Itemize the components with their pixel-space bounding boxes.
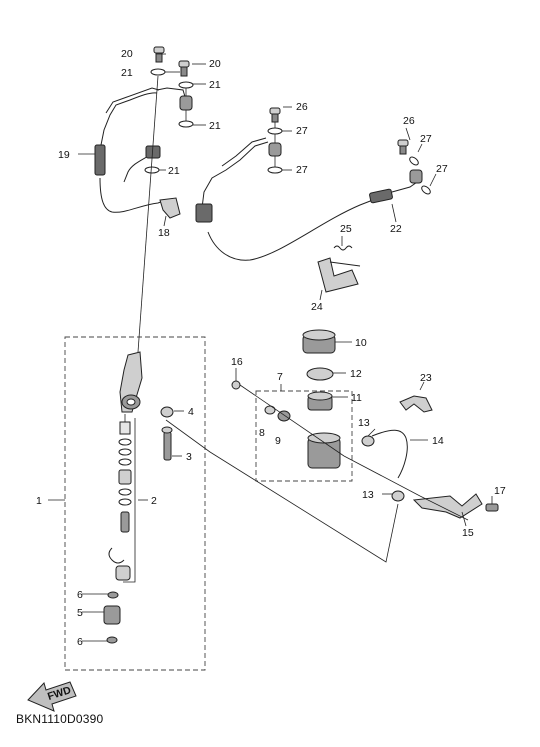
callout-21d: 21: [168, 165, 180, 177]
callout-13a: 13: [358, 417, 370, 429]
callout-26a: 26: [296, 101, 308, 113]
banjo-bolt-26a: [269, 107, 281, 123]
hose-clip-13a: [361, 435, 375, 447]
washer-21d: [144, 166, 160, 174]
cap-plate-12: [306, 367, 334, 381]
hose-clamp-23: [399, 395, 433, 413]
screw-16: [231, 380, 241, 390]
callout-23: 23: [420, 372, 432, 384]
reservoir-tank: [307, 432, 341, 469]
callout-13b: 13: [362, 489, 374, 501]
hose-clamp-18: [159, 197, 181, 219]
callout-22: 22: [390, 223, 402, 235]
nut-6b: [106, 636, 118, 644]
callout-6a: 6: [77, 589, 83, 601]
washer-27d: [421, 185, 431, 195]
callout-27b: 27: [296, 164, 308, 176]
clevis-5: [103, 605, 121, 625]
washer-27b: [267, 166, 283, 174]
washer-21b: [178, 81, 194, 89]
fwd-arrow-icon: FWD: [27, 681, 77, 712]
banjo-fitting-upper: [179, 95, 193, 111]
callout-27a: 27: [296, 125, 308, 137]
hose-clip-13b: [391, 490, 405, 502]
callout-17: 17: [494, 485, 506, 497]
callout-16: 16: [231, 356, 243, 368]
callout-20a: 20: [121, 48, 133, 60]
callout-19: 19: [58, 149, 70, 161]
callout-15: 15: [462, 527, 474, 539]
callout-27c: 27: [420, 133, 432, 145]
piston-kit-parts: [108, 421, 132, 564]
diagram-code: BKN1110D0390: [16, 712, 104, 726]
banjo-bolt-20a: [153, 46, 165, 63]
callout-numbers: 1 2 3 4 5 6 6 7 8 9 10 11 12 13 13 14 15…: [36, 48, 506, 648]
washer-21a: [150, 68, 166, 76]
callout-18: 18: [158, 227, 170, 239]
diaphragm-11: [307, 391, 333, 411]
bolt-17: [485, 503, 499, 512]
push-rod-3: [161, 426, 173, 461]
boot-holder: [115, 565, 131, 581]
spring-clip-25: [333, 245, 353, 251]
brake-hose-lower: [195, 137, 421, 261]
reservoir-cap-10: [302, 329, 336, 354]
grommet-8: [264, 405, 276, 415]
callout-26b: 26: [403, 115, 415, 127]
hose-guide-bracket-24: [317, 257, 361, 293]
callout-24: 24: [311, 301, 323, 313]
callout-3: 3: [186, 451, 192, 463]
washer-27c: [409, 156, 419, 166]
callout-4: 4: [188, 406, 194, 418]
group-box-reservoir: [255, 390, 353, 482]
callout-21c: 21: [209, 120, 221, 132]
callout-9: 9: [275, 435, 281, 447]
callout-20b: 20: [209, 58, 221, 70]
banjo-bolt-20b: [178, 60, 190, 77]
callout-leaders: [48, 53, 493, 642]
nut-6a: [107, 591, 119, 599]
reservoir-bracket-15: [412, 493, 483, 519]
callout-11: 11: [351, 392, 362, 404]
callout-6b: 6: [77, 636, 83, 648]
callout-12: 12: [350, 368, 362, 380]
assembly-leader-lines: [123, 75, 469, 583]
banjo-fitting-mid: [268, 142, 282, 157]
brake-hose-upper: [94, 87, 187, 213]
callout-21b: 21: [209, 79, 221, 91]
callout-8: 8: [259, 427, 265, 439]
banjo-fitting-right: [409, 169, 423, 184]
callout-27d: 27: [436, 163, 448, 175]
group-box-master-cylinder: [64, 336, 206, 671]
callout-7: 7: [277, 371, 283, 383]
banjo-bolt-26b: [397, 139, 409, 155]
callout-5: 5: [77, 607, 83, 619]
bolt-9: [277, 410, 291, 422]
callout-25: 25: [340, 223, 352, 235]
boot-4: [160, 406, 174, 418]
callout-10: 10: [355, 337, 367, 349]
callout-21a: 21: [121, 67, 133, 79]
callout-1: 1: [36, 495, 42, 507]
washer-21c: [178, 120, 194, 128]
reservoir-hose-14: [371, 429, 408, 479]
callout-14: 14: [432, 435, 444, 447]
washer-27a: [267, 127, 283, 135]
master-cylinder-body: [119, 351, 143, 413]
callout-2: 2: [151, 495, 157, 507]
